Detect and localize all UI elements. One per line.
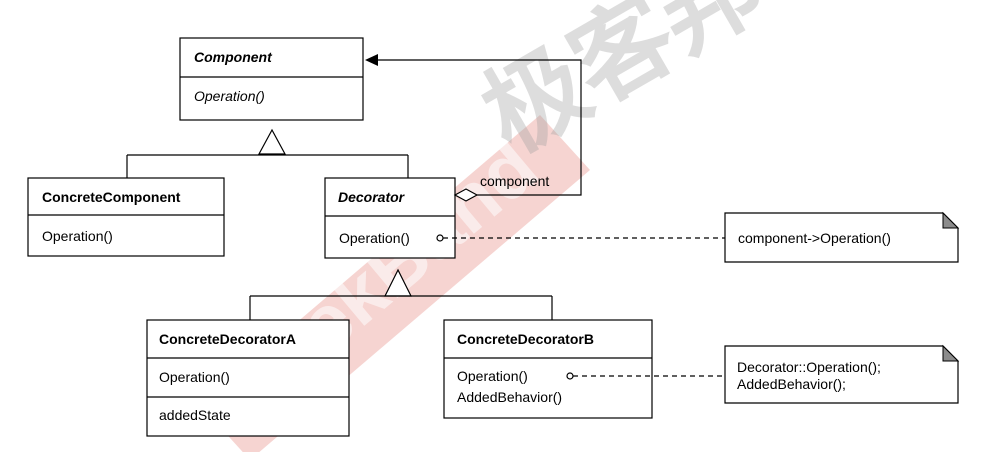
- concrete-decorator-a-attribute: addedState: [159, 407, 231, 423]
- concrete-component-operation: Operation(): [42, 228, 113, 244]
- concrete-decorator-b-class: ConcreteDecoratorB Operation() AddedBeha…: [443, 319, 653, 419]
- concrete-decorator-a-operation: Operation(): [159, 369, 230, 385]
- concrete-decorator-a-class: ConcreteDecoratorA Operation() addedStat…: [146, 319, 350, 437]
- concrete-decorator-b-note-line1: Decorator::Operation();: [737, 359, 881, 375]
- concrete-decorator-b-note: Decorator::Operation(); AddedBehavior();: [573, 344, 960, 404]
- concrete-component-class: ConcreteComponent Operation(): [27, 177, 225, 257]
- concrete-component-box: [27, 177, 225, 257]
- concrete-decorator-b-note-anchor: [566, 372, 574, 380]
- concrete-decorator-b-name: ConcreteDecoratorB: [457, 331, 594, 347]
- component-inheritance: [126, 128, 409, 178]
- concrete-decorator-a-box: [146, 319, 350, 437]
- decorator-operation: Operation(): [339, 230, 410, 246]
- component-aggregation: component: [365, 54, 582, 202]
- component-class-name: Component: [194, 49, 273, 65]
- decorator-class-name: Decorator: [338, 189, 406, 205]
- concrete-decorator-b-box: [443, 319, 653, 419]
- concrete-decorator-b-note-box: [724, 345, 959, 404]
- aggregation-line: [378, 59, 582, 196]
- concrete-decorator-b-note-line2: AddedBehavior();: [737, 376, 846, 392]
- component-operation: Operation(): [194, 88, 265, 104]
- watermark-cjk-text: 极客邦: [465, 0, 781, 174]
- decorator-inheritance: [249, 268, 553, 320]
- component-class: Component Operation(): [179, 37, 364, 121]
- component-inheritance-triangle: [257, 128, 287, 155]
- decorator-note-box: [724, 212, 959, 263]
- decorator-class: Decorator Operation(): [324, 177, 456, 259]
- concrete-decorator-b-operation: Operation(): [457, 368, 528, 384]
- decorator-note: component->Operation(): [443, 211, 960, 263]
- decorator-operation-note-anchor: [436, 234, 444, 242]
- aggregation-arrowhead-icon: [365, 54, 378, 66]
- concrete-decorator-b-added-behavior: AddedBehavior(): [457, 389, 562, 405]
- decorator-note-text: component->Operation(): [738, 230, 891, 246]
- decorator-note-fold-icon: [942, 211, 960, 229]
- concrete-component-name: ConcreteComponent: [42, 189, 181, 205]
- concrete-decorator-a-name: ConcreteDecoratorA: [159, 331, 296, 347]
- concrete-decorator-b-note-fold-icon: [942, 344, 960, 362]
- component-class-box: [179, 37, 364, 121]
- aggregation-label: component: [480, 173, 549, 189]
- decorator-box: [324, 177, 456, 259]
